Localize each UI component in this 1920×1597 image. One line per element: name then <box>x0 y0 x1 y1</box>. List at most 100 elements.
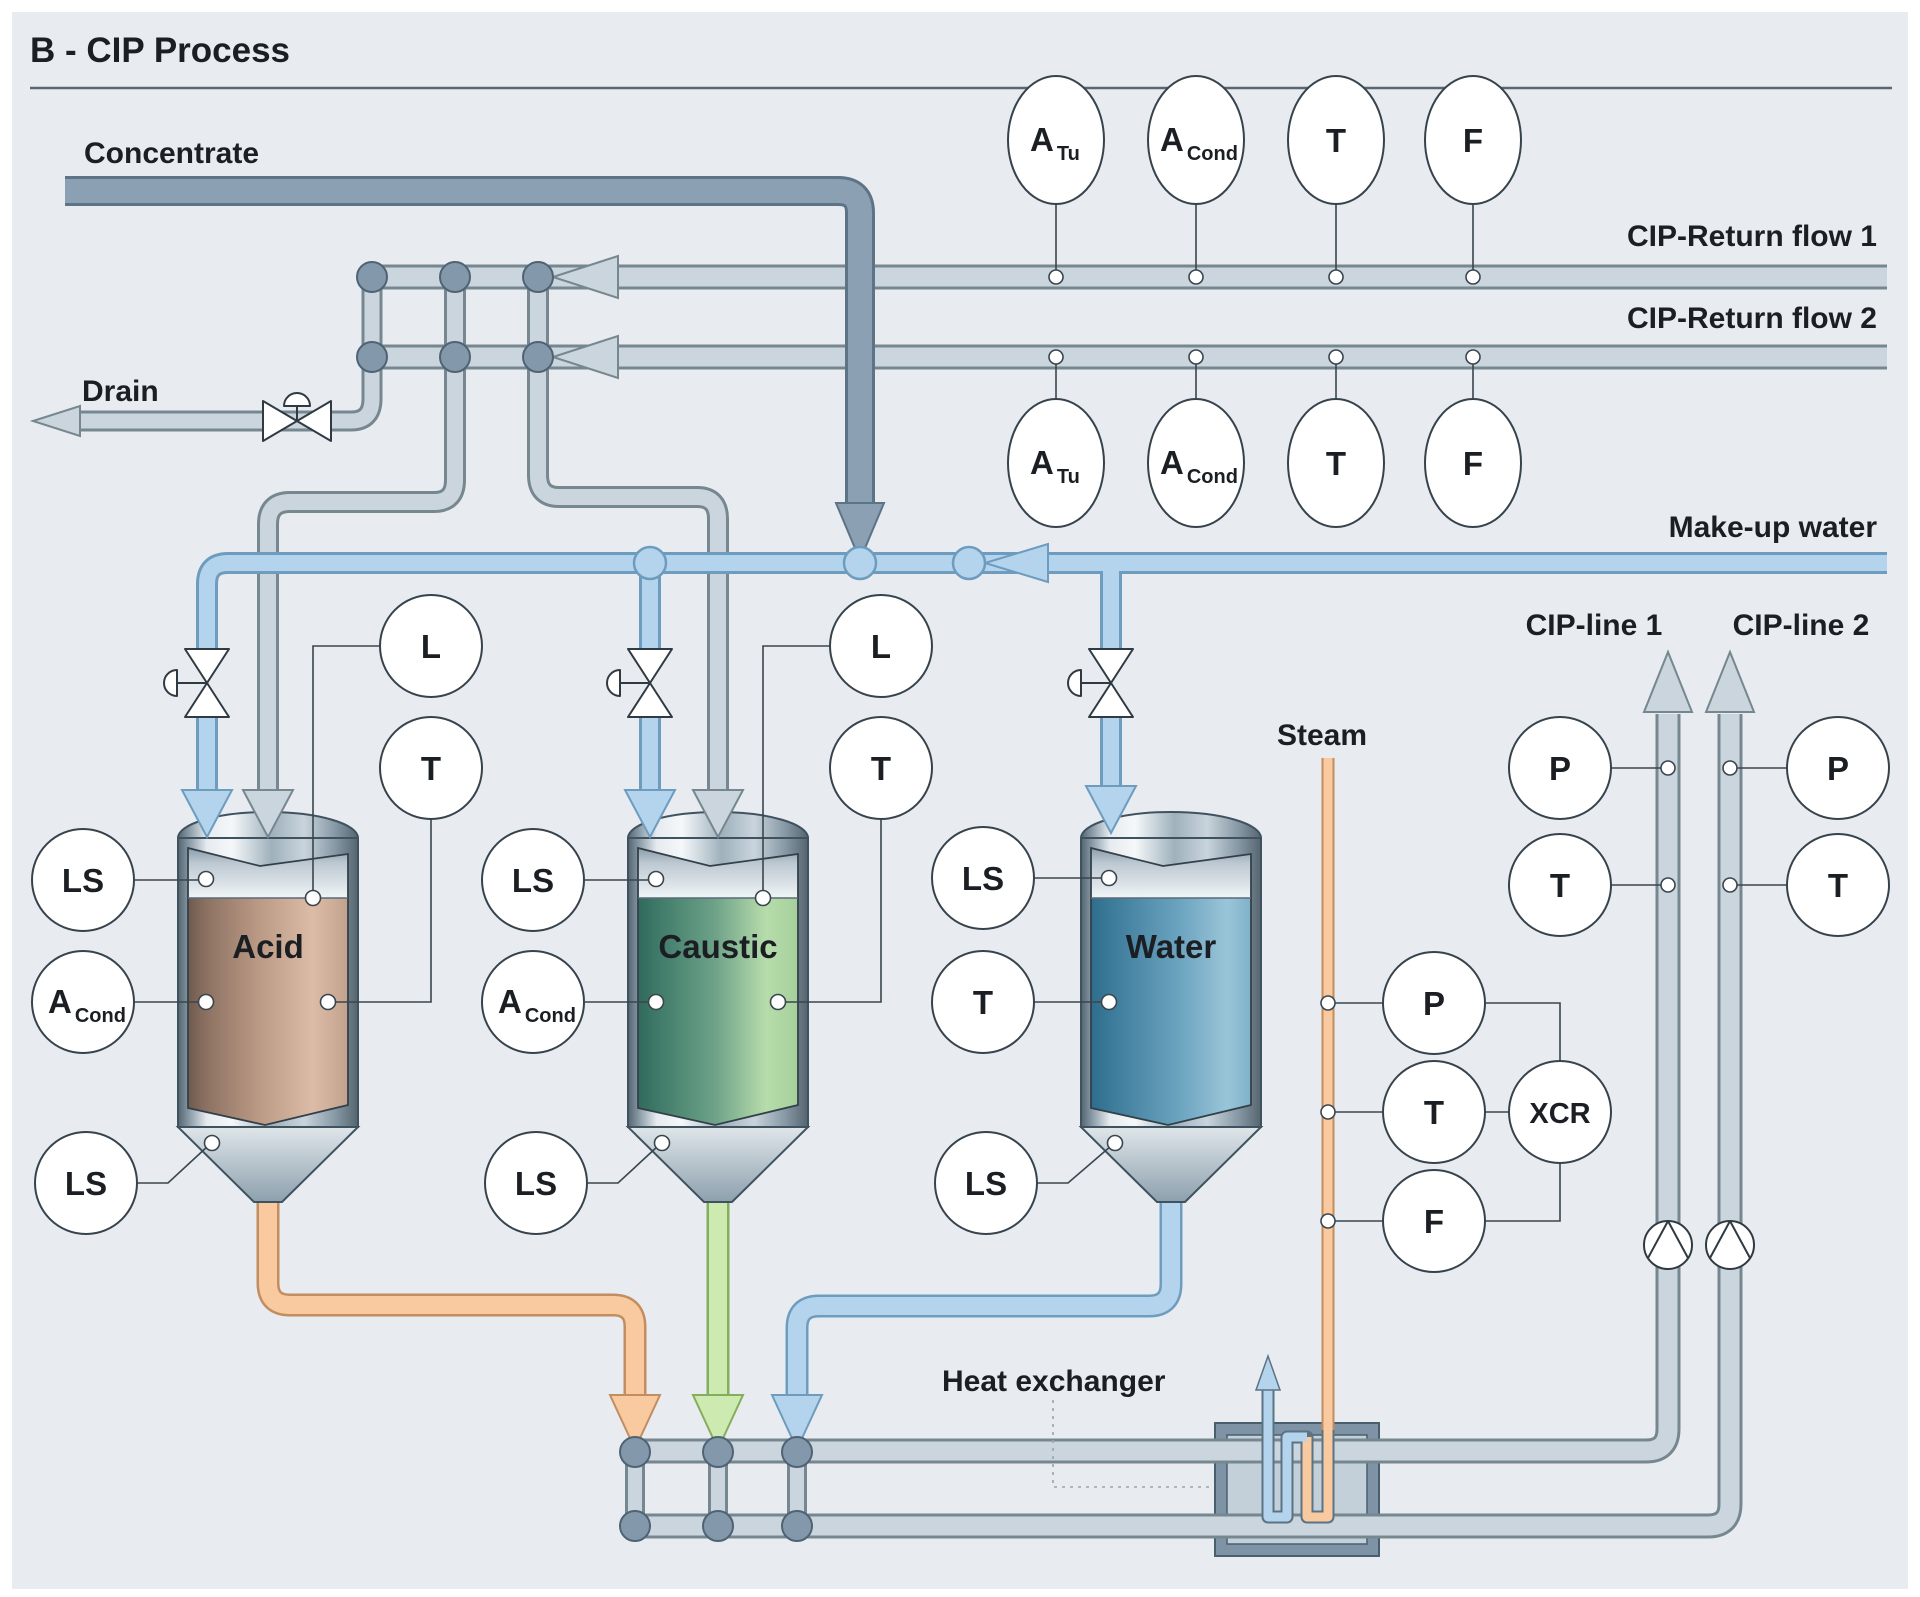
makeup-caustic-arrow-icon <box>623 789 677 840</box>
heat-exchanger-label: Heat exchanger <box>942 1365 1166 1398</box>
tank-caustic-cone <box>625 1126 811 1203</box>
valve-acid-icon <box>163 648 230 718</box>
pipe-valve-outlets <box>199 714 1119 792</box>
drain-label: Drain <box>82 375 159 408</box>
cip2-t-circle <box>1786 833 1890 937</box>
junction-grid-dots <box>356 261 554 373</box>
manifold-dots <box>619 1436 813 1542</box>
return1-acond-ellipse <box>1147 75 1245 205</box>
makeup-valves <box>163 648 1134 718</box>
makeup-junction-caustic <box>632 545 668 581</box>
page-title: B - CIP Process <box>30 31 290 70</box>
pumps <box>1643 1220 1755 1270</box>
caustic-ls-bottom-circle <box>484 1131 588 1235</box>
steam-t-label: T <box>1424 1094 1444 1131</box>
cip2-p-circle <box>1786 716 1890 820</box>
return1-atu-ellipse <box>1007 75 1105 205</box>
makeup-junctions <box>632 545 987 581</box>
pipe-makeup-water <box>196 552 1887 792</box>
xcr-label: XCR <box>1529 1098 1590 1130</box>
return-2-arrow-icon <box>549 334 619 380</box>
cip-return-2-label: CIP-Return flow 2 <box>1627 302 1877 335</box>
water-ls-top-label: LS <box>962 860 1004 897</box>
tank-water-label: Water <box>1126 928 1217 965</box>
pipe-drain <box>76 277 380 429</box>
steam-t-circle <box>1382 1060 1486 1164</box>
acid-ls-top-label: LS <box>62 862 104 899</box>
return-1-arrow-icon <box>549 254 619 300</box>
steam-f-label: F <box>1424 1203 1444 1240</box>
cip-line-1-label: CIP-line 1 <box>1526 609 1663 642</box>
pipe-makeup-main <box>199 555 1887 652</box>
return2-f-ellipse <box>1424 398 1522 528</box>
feed-caustic-arrow-icon <box>691 789 745 840</box>
pipe-manifold-1 <box>635 714 1678 1461</box>
instrument-circles: LS LS L T LS LS L T LS T LS T F T F P T … <box>31 75 1890 1273</box>
cip-return-1-label: CIP-Return flow 1 <box>1627 220 1877 253</box>
pipe-network-light <box>76 264 1887 1539</box>
tank-water: Water <box>1078 811 1264 1203</box>
acid-t-circle <box>379 716 483 820</box>
acid-ls-bottom-circle <box>34 1131 138 1235</box>
valve-water-icon <box>1067 648 1134 718</box>
acid-l-circle <box>379 594 483 698</box>
water-ls-top-circle <box>931 826 1035 930</box>
cip1-p-circle <box>1508 716 1612 820</box>
tank-water-cone <box>1078 1126 1264 1203</box>
pipe-feed-caustic <box>530 277 726 792</box>
water-t-label: T <box>973 984 993 1021</box>
tank-acid-cone <box>175 1126 361 1203</box>
water-outlet-arrow-icon <box>770 1394 824 1452</box>
caustic-t-label: T <box>871 750 891 787</box>
tank-acid-panel-outline <box>187 846 349 1126</box>
pump-2-icon <box>1705 1220 1755 1270</box>
cip-line-1-arrow-icon <box>1642 649 1694 713</box>
tank-caustic-label: Caustic <box>658 928 777 965</box>
tap-dots <box>197 269 1738 1229</box>
caustic-acond-circle <box>481 950 585 1054</box>
tank-water-panel-outline <box>1090 846 1252 1126</box>
valve-caustic-icon <box>606 648 673 718</box>
pipe-manifold-2 <box>635 714 1740 1536</box>
return2-acond-ellipse <box>1147 398 1245 528</box>
cip1-t-circle <box>1508 833 1612 937</box>
acid-l-label: L <box>421 628 441 665</box>
caustic-t-circle <box>829 716 933 820</box>
makeup-junction-concentrate <box>842 545 878 581</box>
return2-f-label: F <box>1463 445 1483 482</box>
return2-atu-ellipse <box>1007 398 1105 528</box>
pipe-concentrate <box>65 176 875 507</box>
pipe-feed-acid <box>260 277 463 792</box>
tank-water-dome <box>1079 811 1263 839</box>
steam-p-label: P <box>1423 985 1445 1022</box>
pump-1-icon <box>1643 1220 1693 1270</box>
pipe-water-outlet <box>788 1198 1180 1398</box>
acid-ls-bottom-label: LS <box>65 1165 107 1202</box>
concentrate-arrow-icon <box>834 502 886 563</box>
return2-t-ellipse <box>1287 398 1385 528</box>
cip2-t-label: T <box>1828 867 1848 904</box>
xcr-circle <box>1508 1060 1612 1164</box>
return1-f-ellipse <box>1424 75 1522 205</box>
hx-coil-hot <box>1302 1430 1333 1522</box>
drain-valve-icon <box>262 392 332 442</box>
instrument-leaders <box>133 204 1787 1222</box>
concentrate-label: Concentrate <box>84 137 259 170</box>
makeup-junction-right <box>951 545 987 581</box>
cip-line-2-label: CIP-line 2 <box>1733 609 1870 642</box>
makeup-water-label: Make-up water <box>1669 511 1878 544</box>
return1-f-label: F <box>1463 122 1483 159</box>
caustic-ls-top-circle <box>481 828 585 932</box>
feed-acid-arrow-icon <box>241 789 295 840</box>
cip2-p-label: P <box>1827 750 1849 787</box>
return1-t-ellipse <box>1287 75 1385 205</box>
water-ls-bottom-circle <box>934 1131 1038 1235</box>
tank-outlet-pipes <box>256 1198 1183 1398</box>
